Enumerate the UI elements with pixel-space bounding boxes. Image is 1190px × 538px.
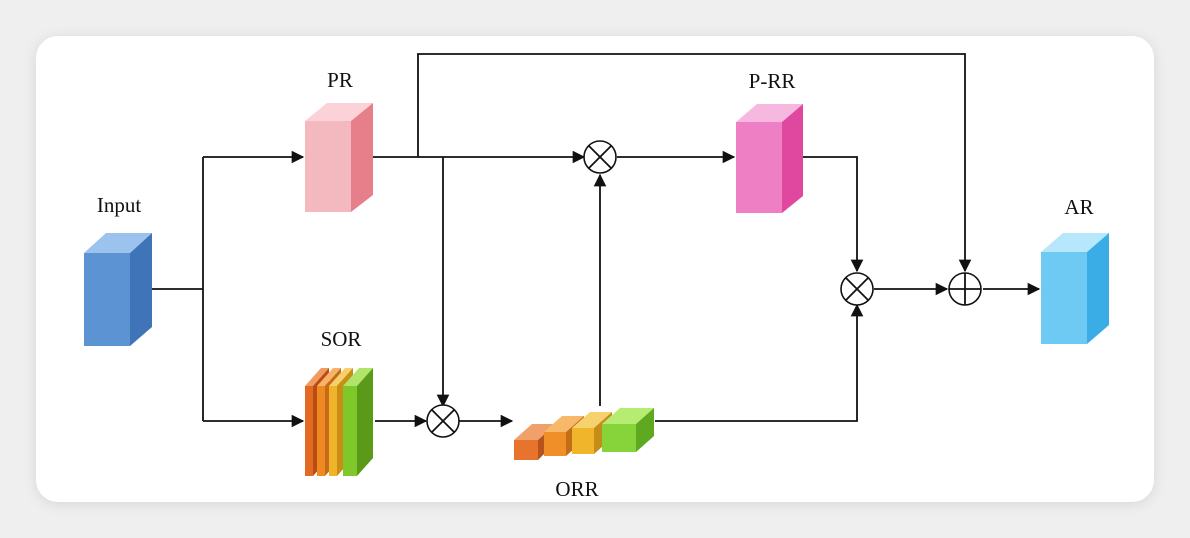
ar-block [1041,233,1109,344]
edge-orr-to-mul-right [655,303,864,422]
orr-block [514,408,654,460]
sor-block [305,368,373,476]
label-orr: ORR [555,477,598,501]
multiply-operator-right [840,272,874,306]
input-block [84,233,152,346]
multiply-operator-top [583,140,617,174]
label-sor: SOR [321,327,362,351]
add-operator [948,272,982,306]
multiply-operator-bottom [426,404,460,438]
label-prr: P-RR [749,69,796,93]
label-input: Input [97,193,141,217]
connections [152,53,1041,428]
prr-block [736,104,803,213]
label-ar: AR [1064,195,1093,219]
edge-prr-to-mul-right [803,156,864,273]
pr-block [305,103,373,212]
label-pr: PR [327,68,353,92]
edge-pr-skip-to-add [417,53,972,273]
